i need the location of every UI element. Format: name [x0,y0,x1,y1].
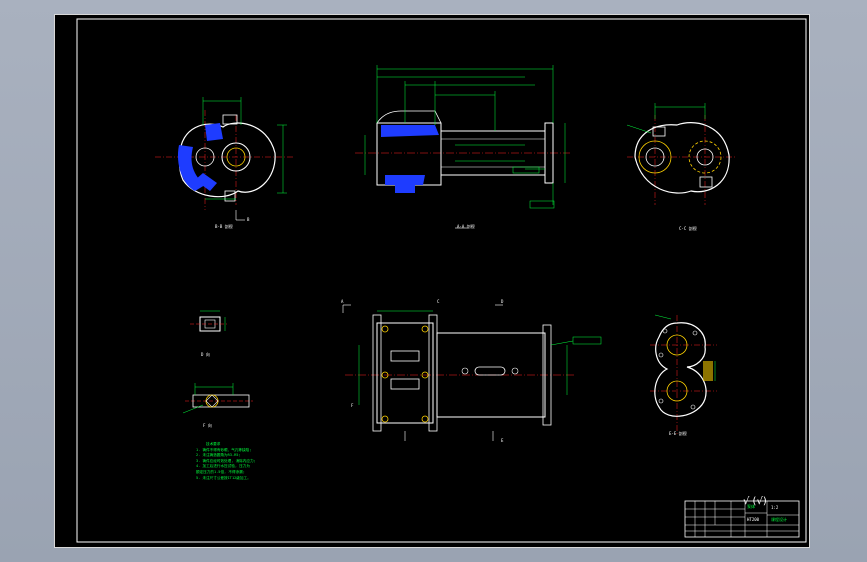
bottom-right-section-view [650,314,717,435]
technical-requirements: 技术要求 1. 铸件不得有砂眼、气孔等缺陷; 2. 未注铸造圆角为R3-R5; … [196,442,286,481]
notes-title: 技术要求 [206,442,221,446]
section-mark-e: E [501,438,504,443]
detail-f-view [182,383,253,414]
section-mark-b: B [247,217,250,222]
cad-drawing-canvas [76,18,807,543]
drawing-sheet: B-B 剖视 A-A 剖视 C-C 剖视 D 向 F 向 E-E 剖视 B A … [54,14,810,548]
view-label-f: F 向 [203,423,212,428]
view-label-c: C-C 剖视 [679,226,697,231]
title-scale: 1:2 [771,505,779,510]
view-label-e: E-E 剖视 [669,431,687,436]
notes-line: 3. 铸件应经时效处理, 消除内应力; [196,458,256,463]
surface-roughness-symbol: √ (√) [743,496,767,507]
view-label-d: D 向 [201,352,210,357]
inner-frame [76,18,807,543]
section-mark-c: C [437,299,440,304]
view-label-b: B-B 剖视 [215,224,233,229]
section-mark-d: D [501,299,504,304]
title-block [684,500,800,538]
notes-line: 额定压力的1.5倍, 不得渗漏; [196,469,245,474]
notes-line: 4. 加工后进行水压试验, 压力为 [196,464,250,469]
detail-d-view [190,310,227,332]
notes-line: 5. 未注尺寸公差按IT12级加工。 [196,475,251,480]
title-part-name: 泵体 [747,504,755,509]
notes-line: 2. 未注铸造圆角为R3-R5; [196,453,241,458]
section-mark-f: F [351,403,354,408]
main-section-view [355,65,570,229]
view-label-a: A-A 剖视 [457,224,475,229]
section-mark-a: A [341,299,344,304]
right-section-view [626,103,737,205]
top-view [342,304,602,441]
left-section-view [155,97,295,221]
title-material: HT200 [747,517,760,522]
title-school: 课程设计 [771,517,787,522]
notes-line: 1. 铸件不得有砂眼、气孔等缺陷; [196,447,252,452]
